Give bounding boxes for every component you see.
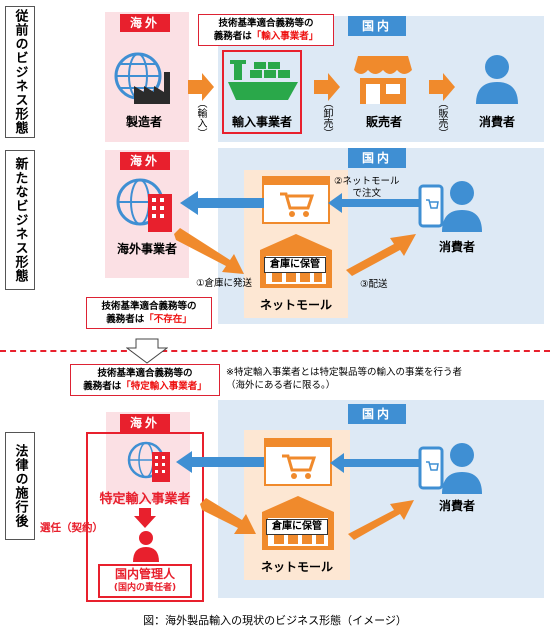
arrow-label-sales: （販売） [436, 98, 447, 138]
note-prefix: 義務者は [213, 31, 252, 42]
arrow-down-icon [134, 508, 156, 528]
footnote-line: （海外にある者に限る。） [226, 380, 336, 391]
overseas-tag: 海外 [120, 14, 170, 32]
section-label-text: 従前のビジネス形態 [12, 9, 28, 135]
order-label: ②ネットモールで注文 [334, 176, 400, 200]
browser-cart-icon [264, 438, 332, 486]
obligor-note-after: 技術基準適合義務等の 義務者は「特定輸入事業者」 [70, 364, 220, 396]
net-mall-label: ネットモール [259, 298, 332, 312]
domestic-manager-box: 国内管理人 (国内の責任者) [98, 564, 192, 598]
person-icon [133, 531, 159, 562]
obligor-note-before: 技術基準適合義務等の 義務者は「輸入事業者」 [198, 14, 334, 46]
manufacturer-label: 製造者 [125, 115, 162, 129]
arrow-right-icon [314, 73, 340, 101]
overseas-business-label: 海外事業者 [116, 242, 177, 256]
footnote: ※特定輸入事業者とは特定製品等の輸入の事業を行う者 （海外にある者に限る。） [226, 366, 462, 392]
section-label-text: 新たなビジネス形態 [12, 157, 28, 283]
arrow-left-icon [176, 451, 264, 473]
arrow-left-icon [330, 453, 424, 473]
consumer-label: 消費者 [478, 115, 515, 129]
warehouse-label: 倉庫に保管 [266, 519, 328, 535]
section-divider [0, 350, 550, 352]
note-highlight: 「不存在」 [144, 314, 192, 325]
arrow-diagonal-icon [200, 498, 256, 534]
domestic-manager-label: 国内管理人 [114, 567, 175, 581]
arrow-left-icon [328, 193, 424, 213]
arrow-right-icon [188, 73, 214, 101]
arrow-left-icon [180, 191, 264, 215]
arrow-down-icon [126, 338, 168, 364]
section-label-new: 新たなビジネス形態 [5, 150, 35, 290]
figure-caption: 図：海外製品輸入の現状のビジネス形態（イメージ） [143, 614, 407, 627]
footnote-line: ※特定輸入事業者とは特定製品等の輸入の事業を行う者 [226, 367, 462, 378]
arrow-label-import: （輸入） [195, 98, 206, 138]
specified-importer-box [86, 432, 204, 602]
specified-importer-label: 特定輸入事業者 [99, 492, 191, 507]
domestic-tag: 国内 [348, 404, 406, 424]
note-line: 義務者は「輸入事業者」 [202, 30, 330, 43]
warehouse-label: 倉庫に保管 [264, 257, 326, 273]
note-line: 義務者は「特定輸入事業者」 [74, 380, 216, 393]
section-label-before: 従前のビジネス形態 [5, 6, 35, 138]
note-line: 技術基準適合義務等の [101, 301, 197, 312]
section-label-text: 法律の施行後 [12, 444, 28, 528]
note-prefix: 義務者は [106, 314, 145, 325]
globe-building-icon [127, 441, 170, 482]
domestic-tag: 国内 [348, 148, 406, 168]
domestic-manager-sub: (国内の責任者) [113, 583, 177, 593]
section-label-after: 法律の施行後 [5, 432, 35, 540]
note-prefix: 義務者は [83, 381, 122, 392]
seller-label: 販売者 [365, 115, 402, 129]
importer-highlight-box [222, 50, 302, 134]
person-icon [476, 55, 518, 104]
consumer-label: 消費者 [438, 499, 475, 513]
person-phone-icon [418, 181, 482, 232]
arrow-diagonal-icon [348, 500, 414, 540]
overseas-tag: 海外 [120, 414, 170, 432]
ship-to-warehouse-label: ①倉庫に発送 [196, 278, 253, 289]
net-mall-label: ネットモール [260, 560, 333, 574]
person-phone-icon [418, 443, 482, 494]
arrow-diagonal-icon [346, 234, 416, 276]
consumer-label: 消費者 [438, 240, 475, 254]
cargo-ship-icon [228, 60, 298, 100]
overseas-tag: 海外 [120, 152, 170, 170]
shop-icon [354, 56, 412, 104]
arrow-right-icon [429, 73, 455, 101]
note-line: 義務者は「不存在」 [90, 313, 208, 326]
factory-globe-icon [114, 52, 170, 104]
note-highlight: 「輸入事業者」 [251, 31, 319, 42]
arrow-diagonal-icon [174, 228, 244, 274]
globe-building-icon [116, 178, 172, 232]
importer-label: 輸入事業者 [231, 115, 292, 129]
appoint-label: 選任（契約） [40, 522, 103, 534]
order-line: ②ネットモール [334, 176, 400, 187]
arrow-label-wholesale: （卸売） [321, 98, 332, 138]
domestic-tag: 国内 [348, 16, 406, 36]
browser-cart-icon [262, 176, 330, 224]
note-line: 技術基準適合義務等の [97, 368, 193, 379]
note-line: 技術基準適合義務等の [218, 18, 314, 29]
note-highlight: 「特定輸入事業者」 [121, 381, 207, 392]
obligor-note-new: 技術基準適合義務等の 義務者は「不存在」 [86, 297, 212, 329]
delivery-label: ③配送 [360, 279, 388, 290]
order-line: で注文 [352, 188, 382, 199]
